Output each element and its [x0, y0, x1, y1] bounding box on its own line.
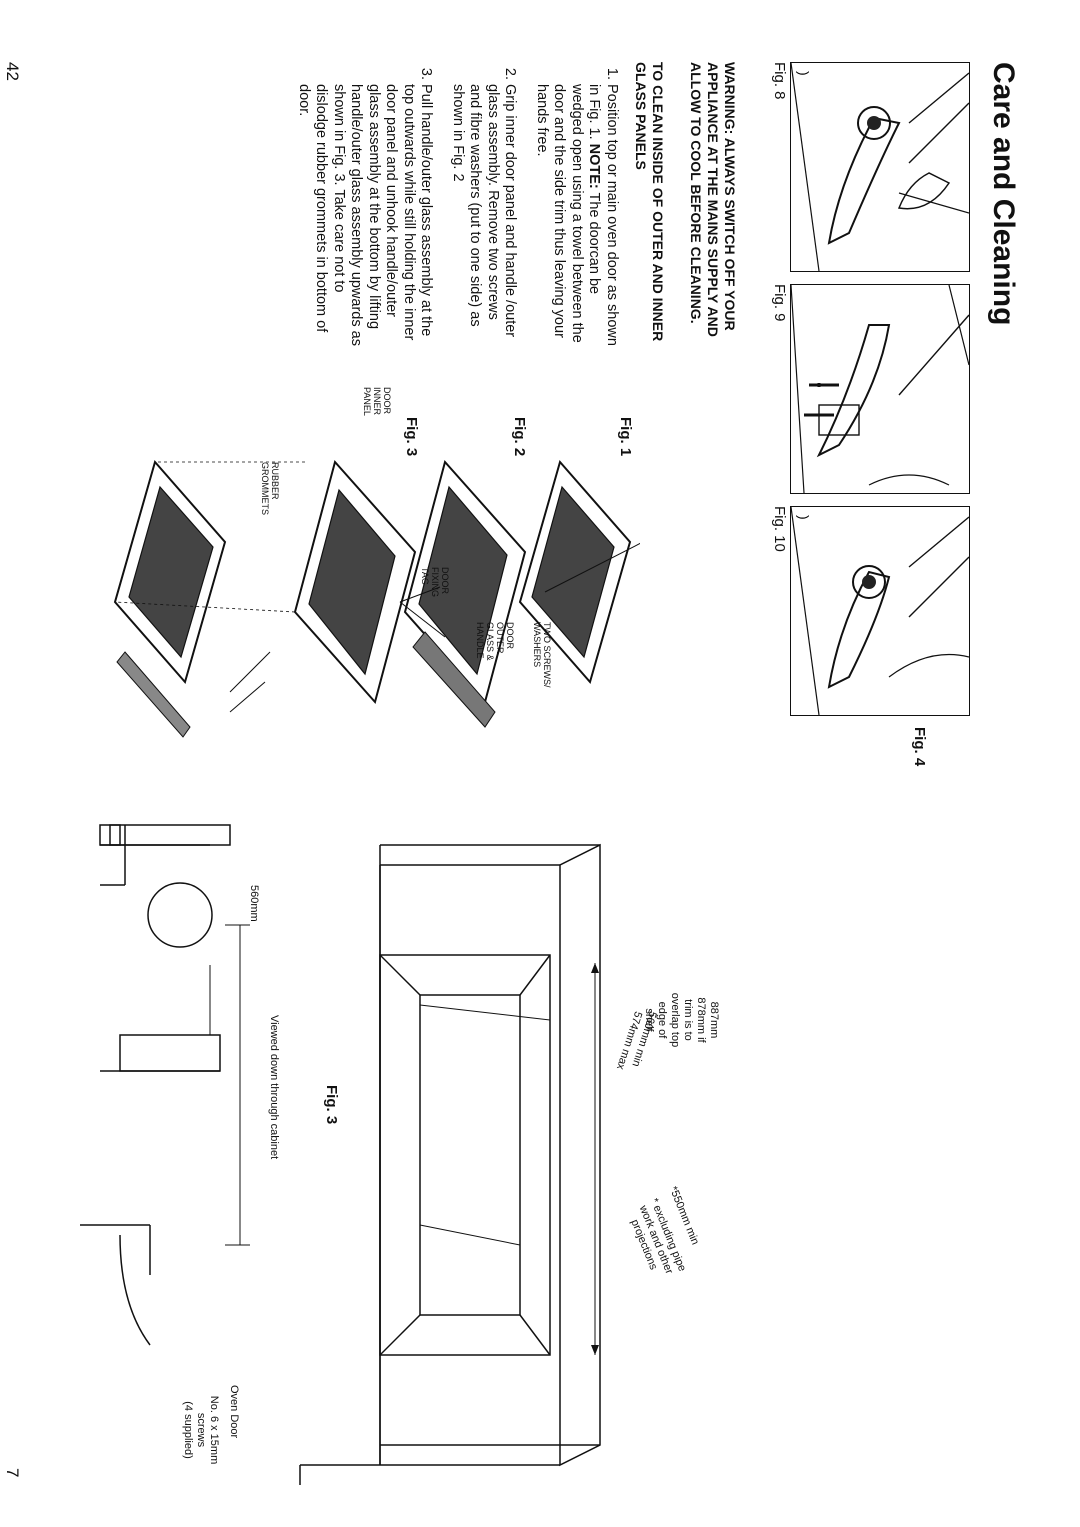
- installation-page: Fig. 4 887mm 878mm if trim is to overlap…: [80, 727, 940, 1485]
- caption-screws: No. 6 x 15mm screws (4 supplied): [182, 1395, 220, 1465]
- fig-4-cabinet: [299, 843, 601, 1485]
- page-number-bottom: 7: [3, 1468, 22, 1478]
- svg-text:): ): [796, 71, 812, 76]
- photo-fig-8-drawing: ): [791, 63, 969, 271]
- fig-1-door: [518, 459, 632, 685]
- page-title: Care and Cleaning: [987, 62, 1020, 326]
- dim-plan-width: 560mm: [248, 885, 260, 922]
- door-detail: [80, 965, 221, 1346]
- installation-drawings: [80, 824, 601, 1485]
- photo-fig-10-drawing: ): [791, 507, 969, 715]
- step-3-text: Pull handle/outer glass assembly at the …: [296, 84, 435, 346]
- photo-fig-10: ): [790, 506, 970, 716]
- svg-text:): ): [796, 515, 812, 520]
- warning-text: WARNING: ALWAYS SWITCH OFF YOUR APPLIANC…: [688, 62, 738, 337]
- step-2: Grip inner door panel and handle /outer …: [449, 84, 519, 346]
- callout-door-outer: DOOR OUTER GLASS & HANDLE: [475, 622, 515, 661]
- caption-oven-door: Oven Door: [228, 1385, 240, 1439]
- callout-two-screws: TWO SCREWS/ WASHERS: [532, 622, 552, 688]
- section-heading: TO CLEAN INSIDE OF OUTER AND INNER GLASS…: [633, 62, 666, 342]
- label-fig-4: Fig. 4: [911, 727, 928, 767]
- plan-view: [99, 824, 250, 1246]
- caption-viewed-down: Viewed down through cabinet: [268, 1015, 280, 1160]
- fig-2-door: [403, 459, 527, 728]
- cleaning-steps: Position top or main oven door as shown …: [281, 62, 620, 346]
- step-2-text: Grip inner door panel and handle /outer …: [450, 84, 519, 338]
- page-number-top: 42: [3, 62, 22, 81]
- fig-3-inner: [293, 459, 417, 705]
- step-1: Position top or main oven door as shown …: [533, 84, 620, 346]
- photo-fig-8: ): [790, 62, 970, 272]
- label-fig-3-install: Fig. 3: [323, 1085, 340, 1125]
- step-1-note: NOTE:: [586, 143, 603, 189]
- photo-fig-9-drawing: [791, 285, 969, 493]
- callout-door-inner: DOOR INNER PANEL: [362, 387, 392, 416]
- photo-fig-9: [790, 284, 970, 494]
- door-diagrams: [113, 459, 640, 738]
- fig-3-outer: [113, 459, 227, 738]
- caption-fig-8: Fig. 8: [771, 62, 788, 100]
- step-3: Pull handle/outer glass assembly at the …: [295, 84, 435, 346]
- callout-door-fixing: DOOR FIXING TAG: [420, 567, 450, 598]
- caption-fig-9: Fig. 9: [771, 284, 788, 322]
- care-cleaning-page: Care and Cleaning ): [20, 62, 1020, 762]
- caption-fig-10: Fig. 10: [771, 506, 788, 552]
- callout-rubber-grommets: RUBBER GROMMETS: [260, 462, 280, 515]
